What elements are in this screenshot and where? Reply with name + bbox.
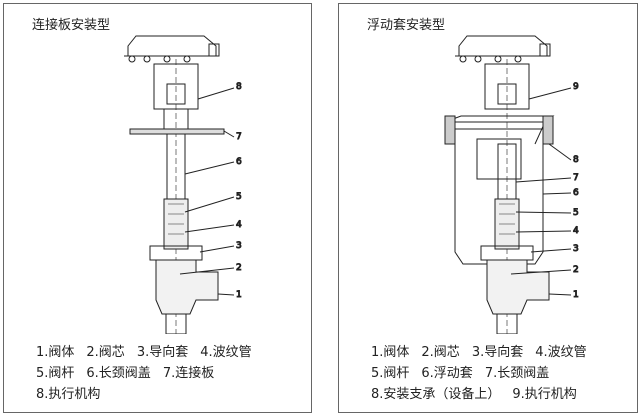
panel-title: 浮动套安装型 xyxy=(367,18,446,33)
legend-item: 8.执行机构 xyxy=(36,387,101,402)
legend-item: 5.阀杆 xyxy=(371,366,410,381)
callout-3: 3 xyxy=(236,241,242,251)
callout-6: 6 xyxy=(573,188,579,198)
legend-item: 6.长颈阀盖 xyxy=(86,366,151,381)
legend-item: 9.执行机构 xyxy=(512,387,577,402)
legend-item: 2.阀芯 xyxy=(86,345,125,360)
callout-4: 4 xyxy=(573,226,579,236)
connecting-plate xyxy=(129,128,225,135)
legend-item: 1.阀体 xyxy=(36,345,75,360)
callout-5: 5 xyxy=(236,192,242,202)
callout-8: 8 xyxy=(236,82,242,92)
valve-diagram-connecting-plate: 8 7 6 5 4 3 2 1 xyxy=(124,35,243,334)
callout-2: 2 xyxy=(573,265,579,275)
callout-3: 3 xyxy=(573,244,579,254)
right-panel-floating-sleeve-type: 浮动套安装型 9 8 7 6 5 4 xyxy=(338,3,638,413)
callout-2: 2 xyxy=(236,263,242,273)
parts-legend: 1.阀体 2.阀芯 3.导向套 4.波纹管 5.阀杆 6.长颈阀盖 7.连接板 8.执行机… xyxy=(36,342,264,405)
left-panel-connecting-plate-type: 连接板安装型 8 7 6 5 4 3 2 1 xyxy=(3,3,312,413)
mounting-support xyxy=(444,115,555,123)
valve-diagram-floating-sleeve: 9 8 7 6 5 4 3 2 1 xyxy=(444,35,580,334)
legend-item: 7.长颈阀盖 xyxy=(484,366,550,381)
legend-item: 2.阀芯 xyxy=(421,345,460,360)
callout-7: 7 xyxy=(236,132,242,142)
legend-item: 7.连接板 xyxy=(162,366,215,381)
actuator-housing xyxy=(458,35,548,57)
callout-7: 7 xyxy=(573,173,579,183)
legend-item: 3.导向套 xyxy=(471,345,524,360)
panel-title: 连接板安装型 xyxy=(32,18,111,33)
callout-4: 4 xyxy=(236,220,242,230)
legend-item: 5.阀杆 xyxy=(36,366,75,381)
actuator-housing xyxy=(127,35,217,57)
callout-1: 1 xyxy=(236,290,242,300)
callout-5: 5 xyxy=(573,208,579,218)
valve-body xyxy=(486,259,550,315)
legend-item: 4.波纹管 xyxy=(200,345,252,360)
floating-sleeve xyxy=(454,128,544,265)
legend-item: 4.波纹管 xyxy=(535,345,587,360)
legend-item: 8.安装支承（设备上） xyxy=(371,387,501,402)
callout-1: 1 xyxy=(573,290,579,300)
parts-legend: 1.阀体 2.阀芯 3.导向套 4.波纹管 5.阀杆 6.浮动套 7.长颈阀盖 8.安装支… xyxy=(371,342,599,405)
callout-8: 8 xyxy=(573,155,579,165)
callout-6: 6 xyxy=(236,157,242,167)
valve-body xyxy=(155,259,219,315)
legend-item: 3.导向套 xyxy=(136,345,189,360)
legend-item: 1.阀体 xyxy=(371,345,410,360)
callout-9: 9 xyxy=(573,82,579,92)
legend-item: 6.浮动套 xyxy=(421,366,473,381)
